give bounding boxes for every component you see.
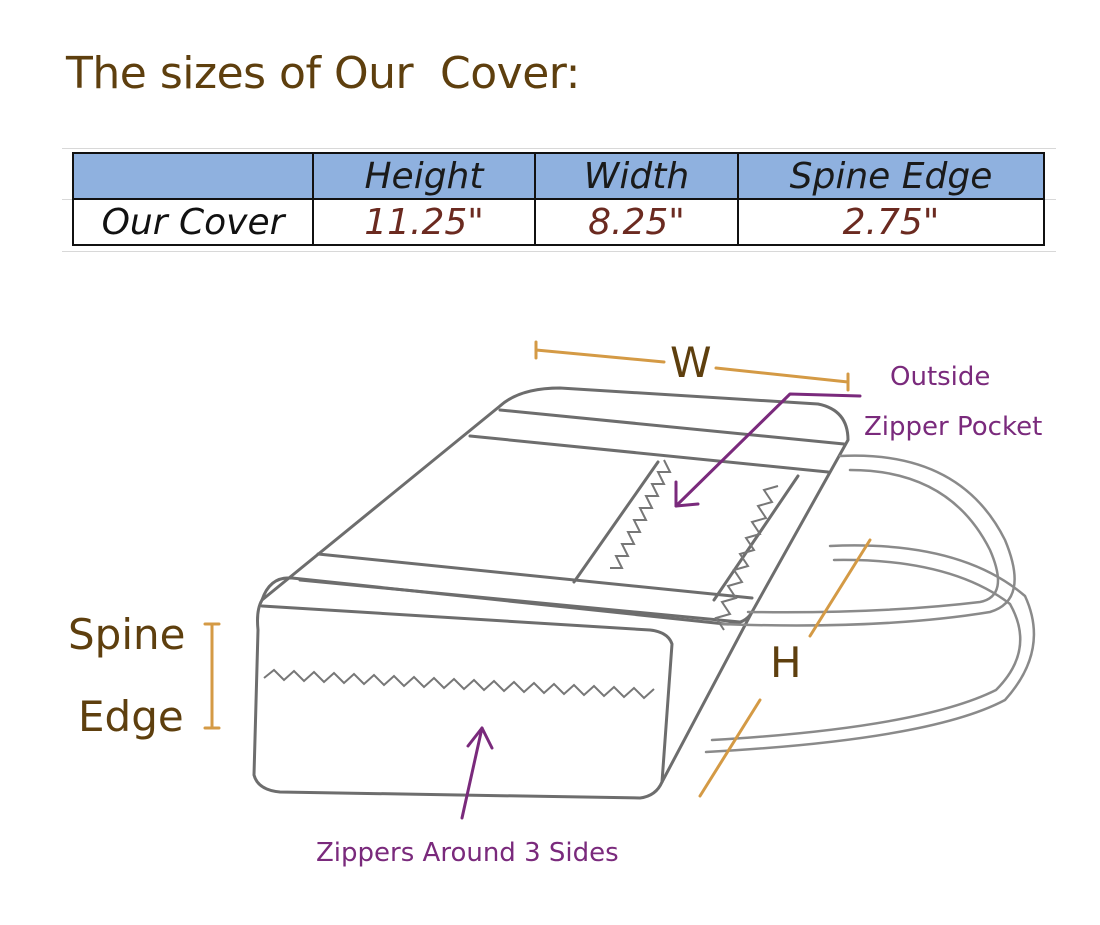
- cover-sketch: [203, 340, 1036, 820]
- value-spine-edge: 2.75": [737, 198, 1045, 246]
- cover-handle-back-1: [704, 544, 1036, 754]
- spine-label-line2: Edge: [78, 692, 184, 741]
- cover-top-band-2: [468, 434, 830, 474]
- header-spine-edge: Spine Edge: [737, 152, 1045, 200]
- pocket-label-line1: Outside: [890, 362, 991, 392]
- height-dimension-line-top: [808, 538, 872, 638]
- header-width: Width: [534, 152, 739, 200]
- value-height: 11.25": [312, 198, 536, 246]
- zipper-arrow-line: [460, 726, 484, 820]
- cover-top-band-1: [498, 408, 846, 446]
- cover-handle-outer: [718, 454, 1016, 627]
- height-dimension-line-bottom: [698, 698, 762, 798]
- table-header-row: Height Width Spine Edge: [72, 152, 1045, 200]
- size-table: Height Width Spine Edge Our Cover 11.25"…: [72, 152, 1045, 246]
- cover-top-face: [260, 386, 850, 626]
- value-width: 8.25": [534, 198, 739, 246]
- page-title: The sizes of Our Cover:: [66, 48, 580, 99]
- cover-handle-inner: [746, 468, 1000, 614]
- zipper-stitch-bottom: [263, 668, 655, 700]
- grid-line-bottom: [62, 251, 1056, 252]
- cover-diagram: W H Spine Edge Outside Zipper Pocket Zip…: [0, 300, 1100, 920]
- cover-pocket-left: [572, 460, 660, 584]
- cover-bottom-band-2: [298, 578, 742, 624]
- cover-spine-ridge: [260, 604, 674, 784]
- zipper-stitch-pocket: [610, 459, 672, 569]
- zipper-arrow-head: [466, 726, 494, 750]
- zipper-stitch-side: [714, 485, 779, 631]
- pocket-arrow-head: [674, 480, 700, 508]
- cover-bottom-band-1: [316, 552, 754, 600]
- row-label-our-cover: Our Cover: [72, 198, 314, 246]
- height-label: H: [770, 638, 802, 687]
- cover-front-face: [252, 598, 754, 800]
- width-dimension-line-left: [534, 348, 666, 364]
- width-dimension-line-right: [714, 366, 850, 384]
- zipper-label: Zippers Around 3 Sides: [316, 838, 619, 868]
- cover-handle-back-2: [710, 558, 1022, 742]
- header-height: Height: [312, 152, 536, 200]
- pocket-arrow-line: [674, 392, 862, 508]
- cover-pocket-right: [712, 474, 800, 602]
- width-label: W: [670, 338, 712, 387]
- table-row: Our Cover 11.25" 8.25" 2.75": [72, 198, 1045, 246]
- spine-label-line1: Spine: [68, 610, 186, 659]
- header-blank-cell: [72, 152, 314, 200]
- pocket-label-line2: Zipper Pocket: [864, 412, 1043, 442]
- grid-line-top: [62, 148, 1056, 149]
